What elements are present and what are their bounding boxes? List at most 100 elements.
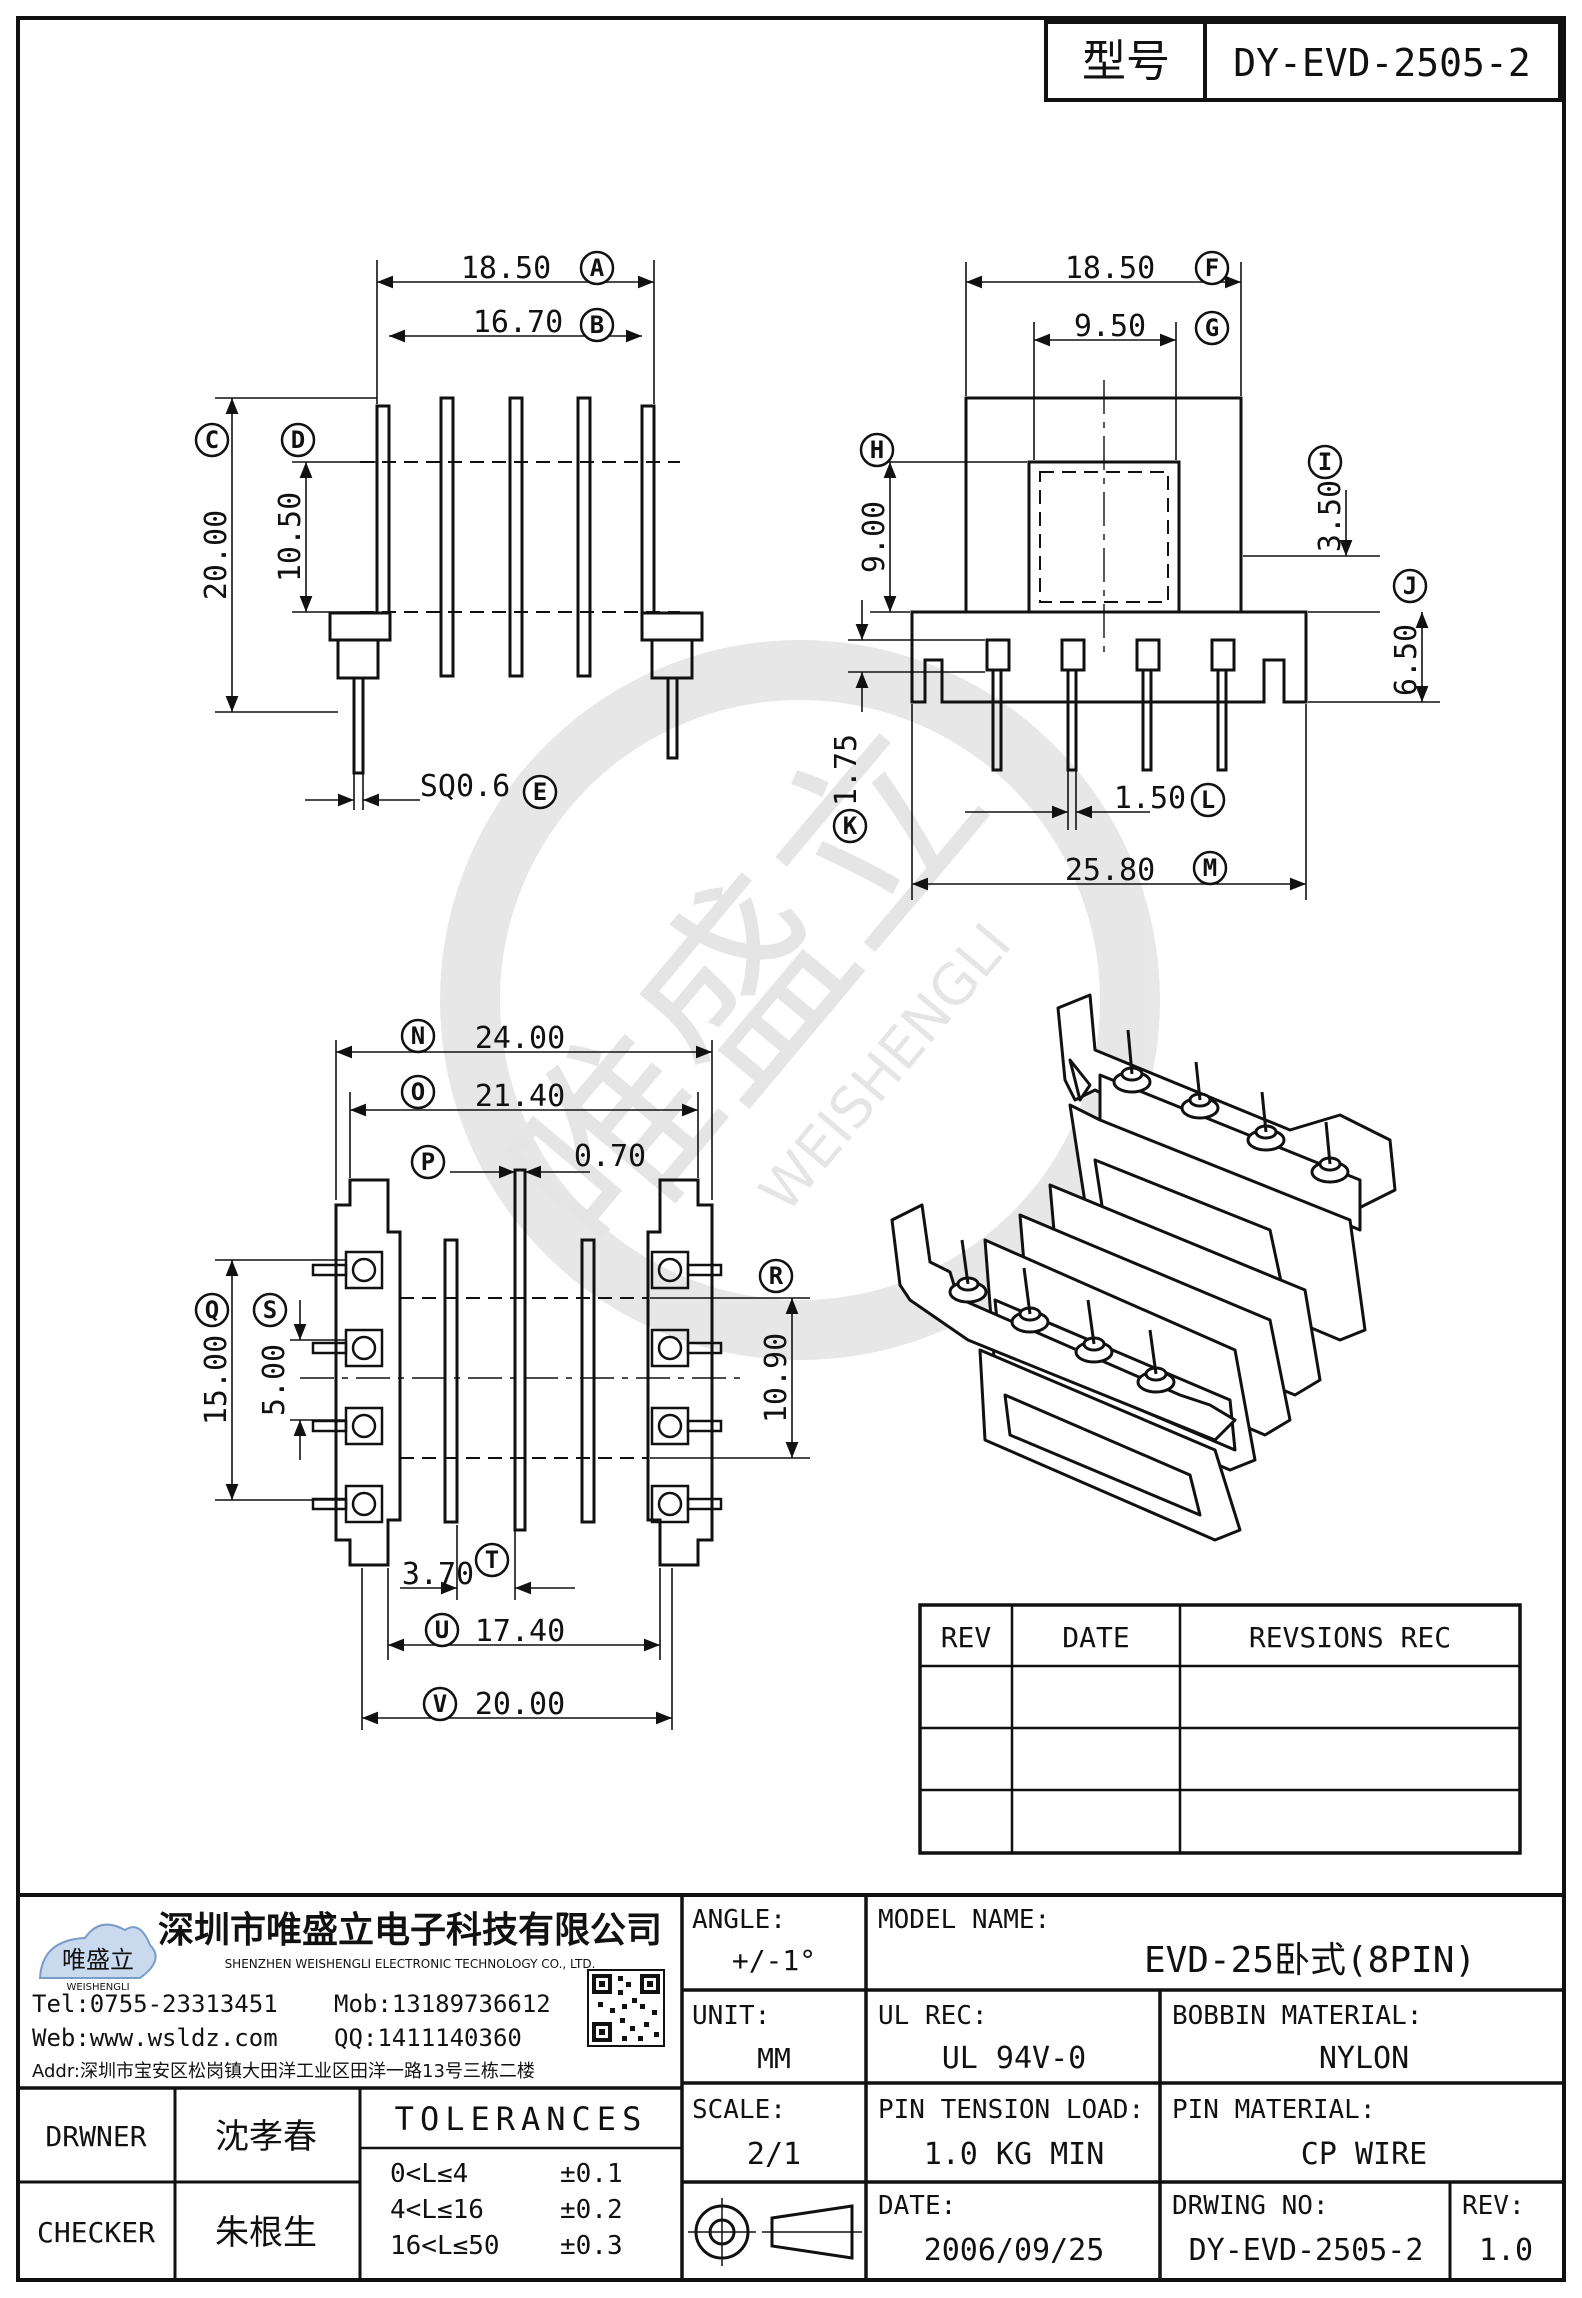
rev-header-rec: REVSIONS REC (1249, 1621, 1451, 1654)
marker-circle (252, 1292, 288, 1328)
dim-G: 9.50 (1074, 309, 1146, 344)
marker-g: G (1194, 310, 1230, 346)
qr-code (587, 1969, 665, 2047)
marker-circle (1392, 568, 1428, 604)
company-name-cn: 深圳市唯盛立电子科技有限公司 (158, 1910, 662, 1951)
tolerance-range-1: 0<L≤4 (390, 2159, 468, 2189)
marker-letter: P (421, 1148, 435, 1176)
marker-t: T (474, 1542, 510, 1578)
marker-circle (859, 432, 895, 468)
isometric-view (890, 993, 1397, 1542)
marker-v: V (422, 1686, 458, 1722)
dim-Q: 15.00 (199, 1335, 234, 1425)
date-label: DATE: (878, 2191, 956, 2221)
marker-i: I (1307, 444, 1343, 480)
marker-circle (1192, 850, 1228, 886)
marker-f: F (1194, 250, 1230, 286)
dim-O: 21.40 (475, 1079, 565, 1114)
marker-letter: B (590, 311, 604, 339)
marker-h: H (859, 432, 895, 468)
bobbin-material-value: NYLON (1319, 2041, 1409, 2076)
marker-n: N (400, 1018, 436, 1054)
marker-circle (1194, 310, 1230, 346)
marker-letter: J (1403, 572, 1417, 600)
marker-circle (1190, 782, 1226, 818)
marker-letter: Q (205, 1296, 219, 1324)
marker-o: O (400, 1074, 436, 1110)
marker-j: J (1392, 568, 1428, 604)
tolerances-label: TOLERANCES (395, 2100, 648, 2138)
dim-A: 18.50 (461, 251, 551, 286)
marker-letter: I (1318, 448, 1332, 476)
bottom-pins-left (311, 1250, 384, 1524)
scale-label: SCALE: (692, 2095, 786, 2125)
marker-circle (400, 1018, 436, 1054)
model-code: DY-EVD-2505-2 (1233, 41, 1530, 85)
dim-D: 10.50 (273, 492, 308, 582)
dim-N: 24.00 (475, 1021, 565, 1056)
checker-name: 朱根生 (215, 2213, 317, 2253)
model-header: 型号 DY-EVD-2505-2 (1044, 20, 1562, 102)
pin-tension-label: PIN TENSION LOAD: (878, 2095, 1144, 2125)
checker-label: CHECKER (37, 2216, 155, 2249)
rev-value: 1.0 (1479, 2233, 1533, 2268)
date-value: 2006/09/25 (924, 2233, 1105, 2268)
marker-e: E (522, 774, 558, 810)
marker-circle (194, 1292, 230, 1328)
rev-label: REV: (1462, 2191, 1525, 2221)
tolerance-range-3: 16<L≤50 (390, 2231, 500, 2261)
marker-circle (410, 1144, 446, 1180)
unit-label: UNIT: (692, 2001, 770, 2031)
marker-circle (579, 250, 615, 286)
marker-circle (400, 1074, 436, 1110)
tolerance-range-2: 4<L≤16 (390, 2195, 484, 2225)
drawer-name: 沈孝春 (215, 2117, 317, 2157)
iso-front-pins (948, 1239, 1176, 1394)
rev-header-rev: REV (941, 1621, 992, 1654)
scale-value: 2/1 (747, 2137, 801, 2172)
marker-letter: A (590, 254, 605, 282)
marker-letter: D (291, 426, 305, 454)
company-logo: 唯盛立 WEISHENGLI (38, 1923, 157, 1993)
dim-F: 18.50 (1065, 251, 1155, 286)
front-view: 18.50 9.50 9.00 3.50 6.50 1.75 1.50 25.8… (829, 251, 1440, 900)
marker-letter: S (263, 1296, 277, 1324)
marker-letter: C (205, 426, 219, 454)
marker-letter: V (433, 1690, 447, 1718)
company-tel: Tel:0755-23313451 (32, 1990, 278, 2018)
marker-circle (522, 774, 558, 810)
drawing-no-value: DY-EVD-2505-2 (1189, 2233, 1424, 2268)
iso-top-pins (1112, 1029, 1350, 1184)
marker-circle (424, 1612, 460, 1648)
marker-circle (758, 1258, 794, 1294)
drawer-label: DRWNER (45, 2120, 146, 2153)
dim-P: 0.70 (574, 1139, 646, 1174)
watermark-ring (440, 640, 1160, 1360)
projection-symbol (688, 2198, 862, 2266)
marker-letter: T (485, 1546, 499, 1574)
dim-R: 10.90 (759, 1333, 794, 1423)
marker-letter: H (870, 436, 884, 464)
marker-c: C (194, 422, 230, 458)
marker-circle (579, 307, 615, 343)
rev-header-date: DATE (1062, 1621, 1129, 1654)
marker-r: R (758, 1258, 794, 1294)
marker-circle (832, 808, 868, 844)
bottom-pins-right (650, 1250, 723, 1524)
company-name-en: SHENZHEN WEISHENGLI ELECTRONIC TECHNOLOG… (225, 1957, 596, 1971)
dim-M: 25.80 (1065, 853, 1155, 888)
angle-value: +/-1° (732, 1944, 816, 1977)
marker-letter: K (843, 812, 858, 840)
pin-material-value: CP WIRE (1301, 2137, 1427, 2172)
marker-circle (1194, 250, 1230, 286)
dim-K: 1.75 (829, 734, 864, 806)
marker-letter: N (411, 1022, 425, 1050)
tolerance-value-1: ±0.1 (560, 2159, 623, 2189)
marker-letter: L (1201, 786, 1215, 814)
dim-E: SQ0.6 (420, 769, 510, 804)
drawing-no-label: DRWING NO: (1172, 2191, 1329, 2221)
marker-circle (194, 422, 230, 458)
front-pin-sockets (985, 638, 1236, 672)
